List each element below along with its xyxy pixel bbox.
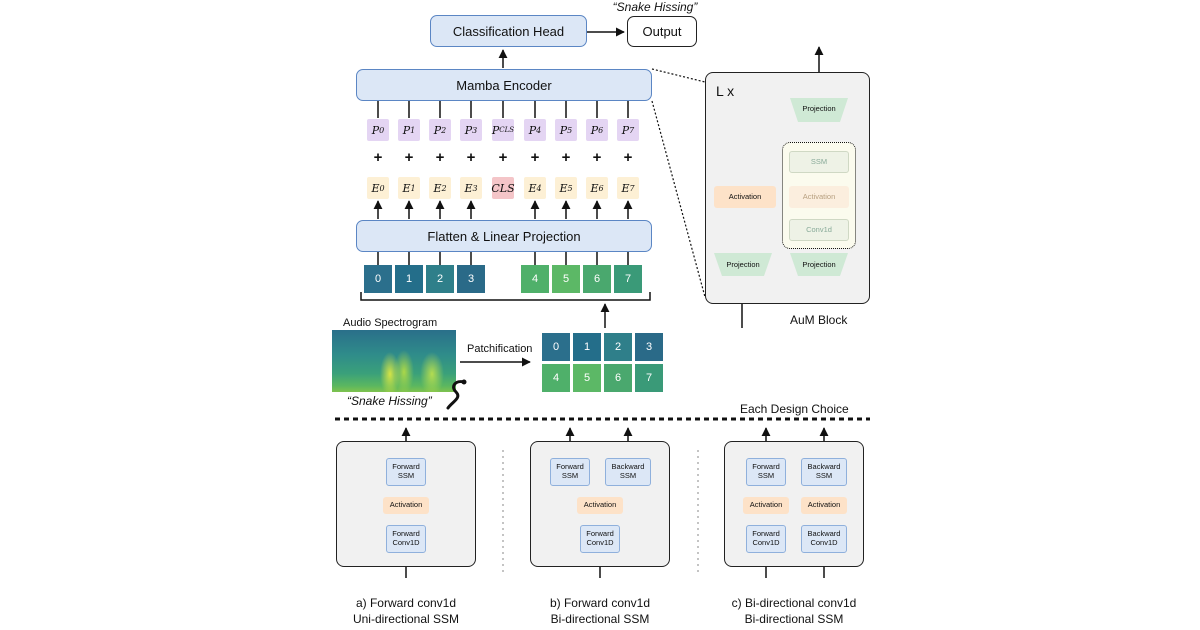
- flatten-projection-label: Flatten & Linear Projection: [427, 228, 581, 244]
- grid-patch: 0: [542, 333, 570, 361]
- plus-sign: +: [530, 149, 540, 166]
- plus-sign: +: [592, 149, 602, 166]
- ssm-block: SSM: [789, 151, 849, 173]
- plus-sign: +: [466, 149, 476, 166]
- variant-c-activation-left: Activation: [743, 497, 789, 514]
- mamba-encoder-label: Mamba Encoder: [456, 77, 552, 93]
- variant-b-forward-ssm: Forward SSM: [550, 458, 590, 486]
- grid-patch: 6: [604, 364, 632, 392]
- snake-icon: [446, 379, 467, 410]
- patch-token: 0: [364, 265, 392, 293]
- grid-patch: 7: [635, 364, 663, 392]
- projection-left-label: Projection: [726, 260, 760, 269]
- output-box: Output: [627, 16, 697, 47]
- grid-patch: 1: [573, 333, 601, 361]
- flatten-projection-box: Flatten & Linear Projection: [356, 220, 652, 252]
- variant-a-caption: a) Forward conv1d Uni-directional SSM: [326, 595, 486, 627]
- variant-b-forward-conv1d: Forward Conv1D: [580, 525, 620, 553]
- patch-token: 7: [614, 265, 642, 293]
- variant-a-forward-ssm: Forward SSM: [386, 458, 426, 486]
- projection-left-shape: [714, 253, 772, 276]
- spectrogram-image: [332, 330, 456, 392]
- patch-token: 6: [583, 265, 611, 293]
- spectrogram-title: Audio Spectrogram: [343, 317, 438, 329]
- spectrogram-caption: “Snake Hissing”: [347, 394, 432, 408]
- output-label: Output: [642, 24, 682, 39]
- variant-a-caption-line1: a) Forward conv1d: [355, 596, 457, 610]
- patch-token: 3: [457, 265, 485, 293]
- classification-head-box: Classification Head: [430, 15, 587, 47]
- activation-left-block: Activation: [714, 186, 776, 208]
- design-title: Each Design Choice: [740, 402, 849, 416]
- grid-patch: 4: [542, 364, 570, 392]
- variant-a-activation: Activation: [383, 497, 429, 514]
- variant-c-caption-line2: Bi-directional SSM: [744, 612, 844, 627]
- aum-block-label: AuM Block: [790, 313, 848, 327]
- variant-b-caption: b) Forward conv1d Bi-directional SSM: [520, 595, 680, 627]
- variant-c-backward-conv1d: Backward Conv1D: [801, 525, 847, 553]
- activation-inner-block: Activation: [789, 186, 849, 208]
- variant-a-forward-conv1d: Forward Conv1D: [386, 525, 426, 553]
- plus-sign: +: [435, 149, 445, 166]
- grid-patch: 5: [573, 364, 601, 392]
- variant-b-caption-line2: Bi-directional SSM: [550, 612, 650, 627]
- patch-token: 1: [395, 265, 423, 293]
- grid-patch: 2: [604, 333, 632, 361]
- variant-b-activation: Activation: [577, 497, 623, 514]
- patch-token: 2: [426, 265, 454, 293]
- variant-c-activation-right: Activation: [801, 497, 847, 514]
- output-quote: “Snake Hissing”: [612, 0, 698, 14]
- projection-top-shape: [790, 98, 848, 122]
- plus-sign: +: [404, 149, 414, 166]
- variant-c-caption: c) Bi-directional conv1d Bi-directional …: [704, 595, 884, 627]
- plus-sign: +: [623, 149, 633, 166]
- variant-c-forward-conv1d: Forward Conv1D: [746, 525, 786, 553]
- variant-c-forward-ssm: Forward SSM: [746, 458, 786, 486]
- conv1d-block: Conv1d: [789, 219, 849, 241]
- variant-b-backward-ssm: Backward SSM: [605, 458, 651, 486]
- patch-bracket: [360, 292, 651, 301]
- patchification-label: Patchification: [467, 343, 533, 355]
- plus-sign: +: [498, 149, 508, 166]
- aum-repeat-label: L x: [716, 83, 735, 99]
- mamba-encoder-box: Mamba Encoder: [356, 69, 652, 101]
- projection-right-shape: [790, 253, 848, 276]
- variant-c-backward-ssm: Backward SSM: [801, 458, 847, 486]
- variant-c-caption-line1: c) Bi-directional conv1d: [731, 596, 857, 610]
- projection-right-label: Projection: [802, 260, 836, 269]
- variant-a-caption-line2: Uni-directional SSM: [352, 612, 460, 627]
- embedding-token: CLS: [491, 177, 515, 199]
- classification-head-label: Classification Head: [452, 23, 565, 39]
- plus-sign: +: [561, 149, 571, 166]
- patch-token: 5: [552, 265, 580, 293]
- plus-sign: +: [373, 149, 383, 166]
- patch-token: 4: [521, 265, 549, 293]
- variant-b-caption-line1: b) Forward conv1d: [549, 596, 651, 610]
- projection-top-label: Projection: [802, 104, 836, 113]
- grid-patch: 3: [635, 333, 663, 361]
